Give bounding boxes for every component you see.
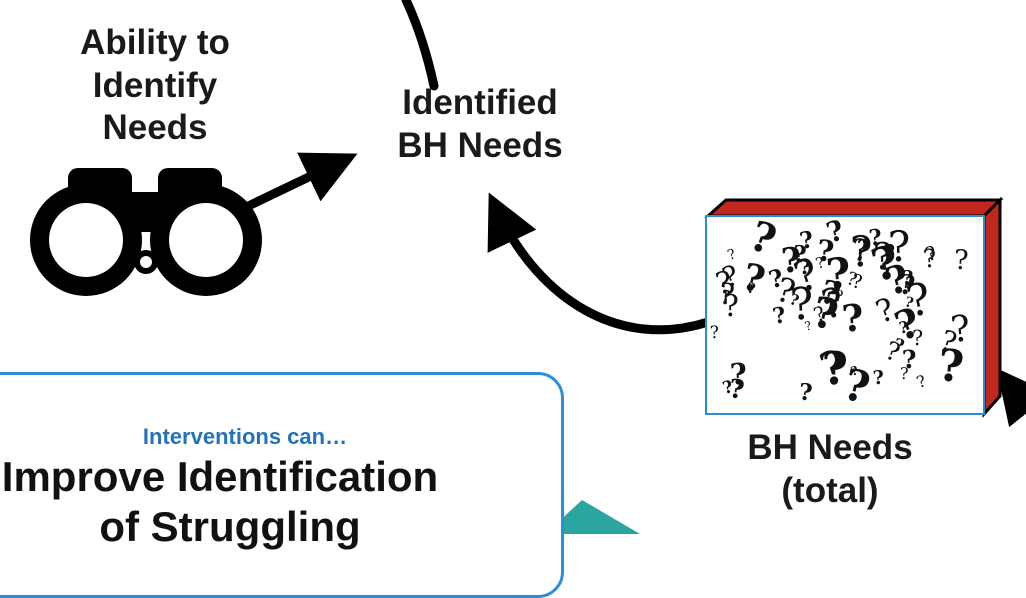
bh-needs-total-label: BH Needs (total) bbox=[747, 428, 913, 510]
callout-subtitle: Interventions can… bbox=[142, 424, 348, 449]
arrow-total-to-identified bbox=[487, 192, 710, 335]
teal-arrow bbox=[556, 500, 640, 534]
diagram-canvas bbox=[30, 0, 1026, 534]
identified-bh-needs-label: Identified BH Needs bbox=[397, 83, 563, 165]
arrow-binoculars-to-identified bbox=[238, 152, 358, 215]
callout-title: Improve Identification of Struggling bbox=[1, 453, 439, 550]
arrow-right-edge bbox=[996, 368, 1026, 428]
arrow-top bbox=[401, 0, 439, 91]
ability-to-identify-needs-label: Ability to Identify Needs bbox=[80, 23, 230, 148]
binoculars-icon bbox=[30, 168, 262, 296]
question-marks-box-icon bbox=[704, 196, 1004, 418]
